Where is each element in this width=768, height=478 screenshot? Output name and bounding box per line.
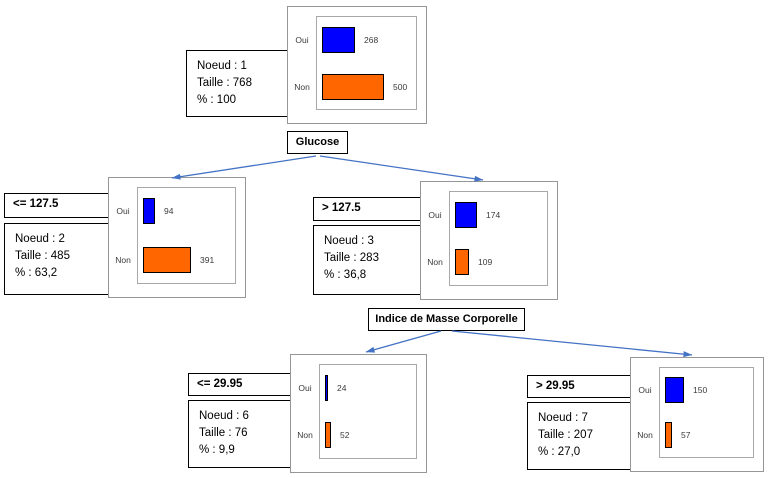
node2-condition-box: <= 127.5: [4, 193, 116, 218]
node6-condition-box: <= 29.95: [188, 373, 298, 396]
node2-noeud: Noeud : 2: [15, 233, 65, 245]
node2-info-box: Noeud : 2 Taille : 485 % : 63,2: [4, 223, 116, 295]
node7-non-value: 57: [681, 430, 691, 441]
node1-row-non: Non 500: [288, 73, 417, 100]
node3-noeud: Noeud : 3: [324, 235, 374, 247]
node6-pct: % : 9,9: [199, 444, 235, 456]
node3-condition-box: > 127.5: [313, 197, 425, 221]
node7-condition-box: > 29.95: [527, 375, 637, 398]
oui-label: Oui: [428, 209, 442, 220]
node6-row-non: Non 52: [291, 422, 417, 449]
node1-non-bar: [322, 73, 384, 100]
node7-noeud: Noeud : 7: [538, 412, 588, 424]
node3-info-box: Noeud : 3 Taille : 283 % : 36,8: [313, 225, 425, 295]
connector-imc-node7: [451, 330, 693, 358]
oui-label: Oui: [298, 382, 312, 393]
node3-row-oui: Oui 174: [421, 201, 548, 228]
node2-row-non: Non 391: [109, 246, 236, 273]
node6-oui-value: 24: [337, 382, 347, 393]
node7-row-oui: Oui 150: [631, 376, 754, 403]
node6-plot-frame: [319, 364, 417, 459]
non-label: Non: [294, 81, 310, 92]
node7-info-box: Noeud : 7 Taille : 207 % : 27,0: [527, 402, 637, 470]
split-label-imc: Indice de Masse Corporelle: [368, 308, 525, 331]
node6-info-box: Noeud : 6 Taille : 76 % : 9,9: [188, 400, 298, 468]
node2-non-bar: [143, 246, 191, 273]
node3-row-non: Non 109: [421, 249, 548, 276]
node7-pct: % : 27,0: [538, 446, 581, 458]
node3-non-value: 109: [478, 257, 493, 268]
non-label: Non: [427, 257, 443, 268]
node6-chart-box: Oui 24 Non 52: [290, 354, 427, 473]
node1-noeud: Noeud : 1: [197, 60, 247, 72]
connector-glucose-node2: [171, 155, 317, 180]
node1-oui-bar: [322, 26, 355, 53]
node1-row-oui: Oui 268: [288, 26, 417, 53]
node3-taille: Taille : 283: [324, 252, 379, 264]
node1-taille: Taille : 768: [197, 77, 252, 89]
node2-pct: % : 63,2: [15, 267, 58, 279]
node2-row-oui: Oui 94: [109, 198, 236, 225]
node6-oui-bar: [325, 374, 328, 401]
non-label: Non: [297, 430, 313, 441]
node6-taille: Taille : 76: [199, 427, 248, 439]
node3-plot-frame: [449, 191, 548, 286]
node3-pct: % : 36,8: [324, 269, 367, 281]
split-label-glucose: Glucose: [287, 131, 348, 154]
node1-pct: % : 100: [197, 94, 236, 106]
node3-chart-box: Oui 174 Non 109: [420, 181, 558, 300]
node6-non-bar: [325, 422, 331, 449]
node2-taille: Taille : 485: [15, 250, 70, 262]
node2-chart-box: Oui 94 Non 391: [108, 177, 246, 298]
node2-oui-value: 94: [164, 206, 174, 217]
node2-non-value: 391: [200, 254, 215, 265]
node7-oui-bar: [665, 376, 684, 403]
connector-imc-node6: [365, 330, 442, 353]
oui-label: Oui: [638, 384, 652, 395]
node7-oui-value: 150: [693, 384, 708, 395]
node1-chart-box: Oui 268 Non 500: [287, 6, 427, 124]
node3-non-bar: [455, 249, 469, 276]
oui-label: Oui: [116, 206, 130, 217]
node3-oui-value: 174: [486, 209, 501, 220]
connector-glucose-node3: [319, 155, 484, 182]
non-label: Non: [115, 254, 131, 265]
node7-row-non: Non 57: [631, 422, 754, 449]
node7-taille: Taille : 207: [538, 429, 593, 441]
node1-plot-frame: [316, 16, 417, 110]
node1-non-value: 500: [393, 81, 408, 92]
node3-oui-bar: [455, 201, 477, 228]
node7-chart-box: Oui 150 Non 57: [630, 357, 764, 472]
node2-oui-bar: [143, 198, 155, 225]
node6-non-value: 52: [340, 430, 350, 441]
node6-noeud: Noeud : 6: [199, 410, 249, 422]
non-label: Non: [637, 430, 653, 441]
node1-oui-value: 268: [364, 34, 379, 45]
node7-plot-frame: [659, 367, 754, 458]
node6-row-oui: Oui 24: [291, 374, 417, 401]
oui-label: Oui: [295, 34, 309, 45]
node2-plot-frame: [137, 187, 236, 284]
node7-non-bar: [665, 422, 672, 449]
